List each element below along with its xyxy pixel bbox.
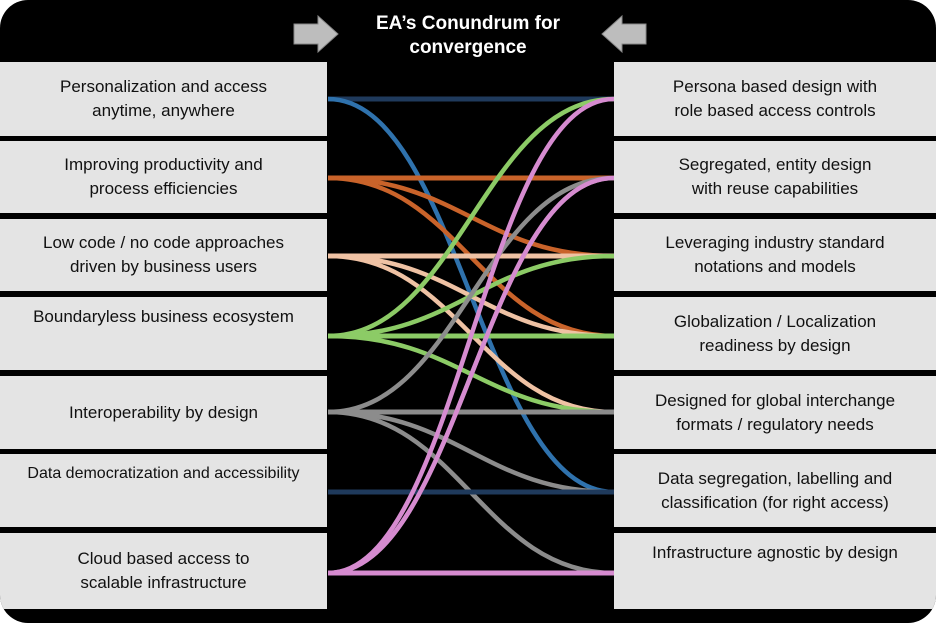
left-arrow-icon	[601, 14, 647, 54]
link-5-to-6	[327, 409, 615, 495]
right-item-infrastructure-agnostic: Infrastructure agnostic by design	[614, 533, 936, 609]
diagram-title: EA’s Conundrum for convergence	[375, 13, 561, 58]
left-item-data-democratization: Data democratization and accessibility	[0, 454, 327, 527]
right-item-industry-standard: Leveraging industry standard notations a…	[614, 219, 936, 291]
right-item-persona: Persona based design with role based acc…	[614, 62, 936, 136]
left-item-low-code: Low code / no code approaches driven by …	[0, 219, 327, 291]
left-item-cloud: Cloud based access to scalable infrastru…	[0, 533, 327, 609]
left-item-interoperability: Interoperability by design	[0, 376, 327, 449]
left-item-productivity: Improving productivity and process effic…	[0, 141, 327, 213]
link-5-to-2	[327, 175, 615, 415]
right-item-data-segregation: Data segregation, labelling and classifi…	[614, 454, 936, 527]
left-item-boundaryless: Boundaryless business ecosystem	[0, 297, 327, 370]
right-arrow-icon	[293, 14, 339, 54]
link-7-to-2	[327, 175, 615, 576]
link-4-to-1	[327, 96, 615, 339]
right-item-globalization: Globalization / Localization readiness b…	[614, 297, 936, 370]
left-item-personalization: Personalization and access anytime, anyw…	[0, 62, 327, 136]
right-item-segregated: Segregated, entity design with reuse cap…	[614, 141, 936, 213]
right-item-global-interchange: Designed for global interchange formats …	[614, 376, 936, 449]
link-7-to-1	[327, 96, 615, 576]
